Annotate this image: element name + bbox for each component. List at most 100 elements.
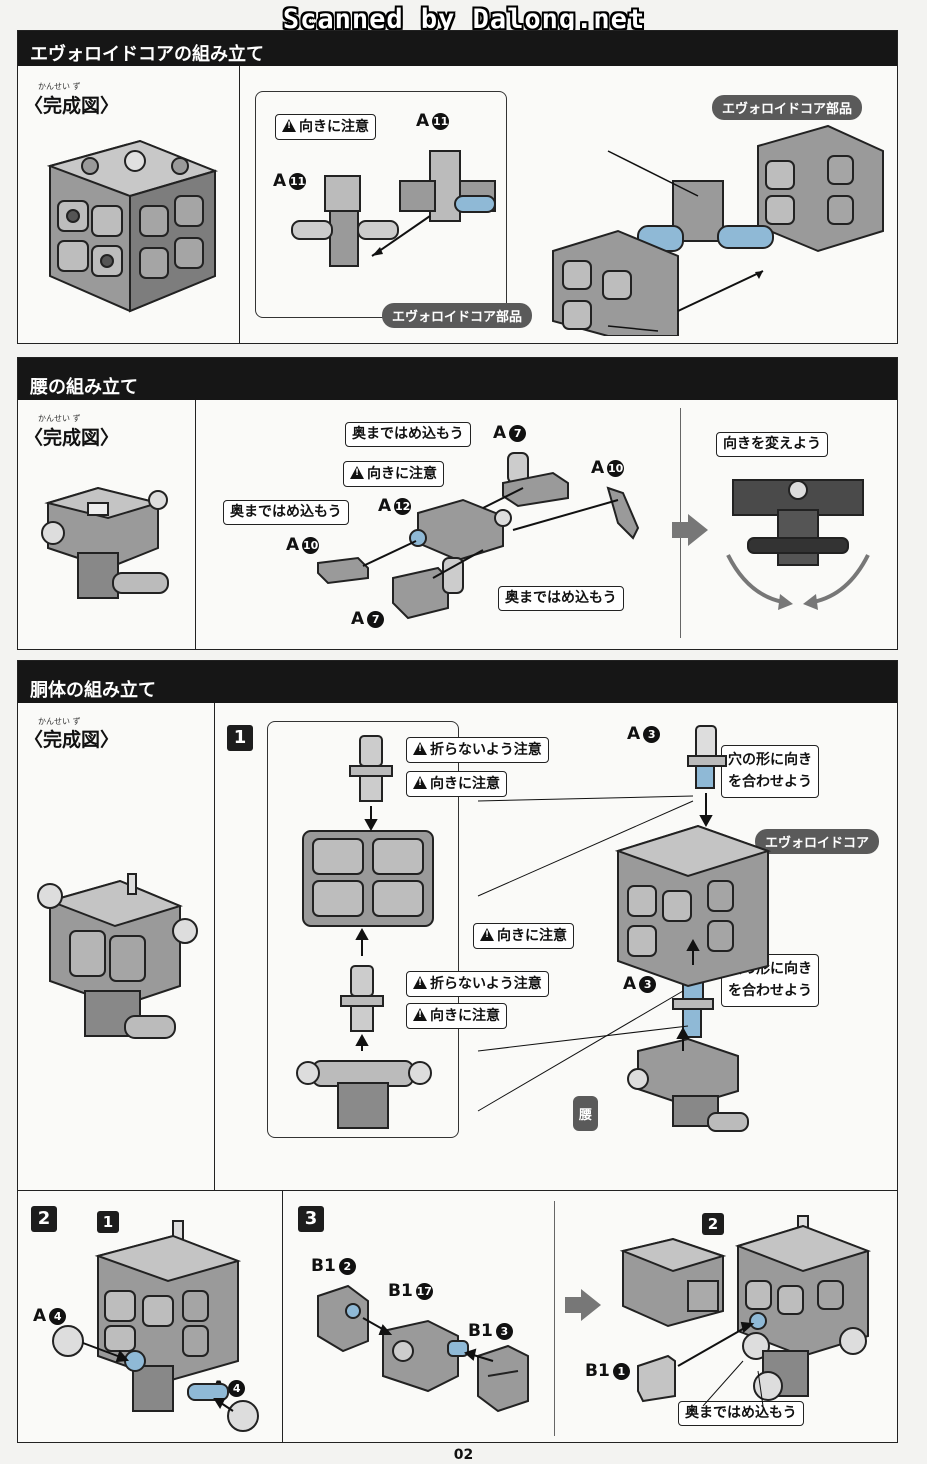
step1-illustration (296, 725, 772, 1132)
part-number-badge: 3 (639, 976, 657, 993)
part-number-badge: 7 (367, 611, 385, 628)
section-title: エヴォロイドコアの組み立て (30, 44, 264, 65)
step-number-3: 3 (298, 1206, 324, 1232)
callout-text: 奥まではめ込もう (230, 504, 342, 520)
detail-frame (255, 91, 507, 318)
callout-text: 折らないよう注意 (430, 742, 542, 758)
callout-push-bottom: 奥まではめ込もう (498, 586, 624, 611)
section-title: 胴体の組み立て (30, 680, 156, 701)
callout-nobend-bottom: 折らないよう注意 (406, 971, 549, 997)
step-number-1: 1 (227, 725, 253, 751)
callout-text: 向きを変えよう (723, 436, 821, 452)
callout-orientation-bottom: 向きに注意 (406, 1003, 507, 1029)
warning-icon (413, 976, 427, 989)
part-letter: A (416, 111, 430, 131)
part-number-badge: 12 (394, 498, 412, 515)
part-letter: A (591, 458, 605, 478)
part-letter: A (33, 1306, 47, 1326)
step3-assembly-illustration (619, 1215, 872, 1407)
callout-orientation: 向きに注意 (343, 461, 444, 487)
section-waist-assembly: 腰の組み立て かんせい ず 〈完成図〉 奥まではめ込もう 向きに注意 奥まではめ… (17, 357, 898, 650)
divider-thin (554, 1201, 555, 1436)
page-number: 02 (453, 1447, 474, 1463)
callout-push-top: 奥まではめ込もう (345, 422, 471, 447)
completed-label: 〈完成図〉 (24, 95, 120, 117)
warning-icon (282, 119, 296, 132)
section-core-assembly: エヴォロイドコアの組み立て かんせい ず 〈完成図〉 向きに注意 A (17, 30, 898, 344)
part-number-badge: 4 (49, 1308, 67, 1325)
waist-parts-illustration (317, 452, 640, 620)
part-number-badge: 3 (643, 726, 661, 743)
pill-core-parts-bottom: エヴォロイドコア部品 (382, 303, 533, 328)
completed-furigana: かんせい ず (38, 717, 81, 726)
callout-push-left: 奥まではめ込もう (223, 500, 349, 525)
a11-parts-illustration (291, 150, 496, 267)
callout-orientation-mid: 向きに注意 (473, 923, 574, 949)
callout-text: 向きに注意 (430, 776, 500, 792)
part-number-badge: 11 (432, 113, 450, 130)
callout-text: を合わせよう (728, 983, 812, 1000)
waist-tag: 腰 (573, 1096, 599, 1131)
part-number-badge: 3 (495, 1323, 513, 1340)
pill-evoroid-core: エヴォロイドコア (755, 829, 880, 854)
step3-parts-illustration (317, 1284, 529, 1413)
completed-furigana: かんせい ず (38, 414, 81, 423)
callout-orientation-top: 向きに注意 (406, 771, 507, 797)
divider (214, 703, 215, 1190)
part-letter: A (493, 423, 507, 443)
callout-text: 奥まではめ込もう (505, 590, 617, 606)
completed-label: 〈完成図〉 (24, 427, 120, 449)
warning-icon (480, 928, 494, 941)
part-number-badge: 10 (302, 537, 320, 554)
callout-text: 向きに注意 (497, 928, 567, 944)
divider (282, 1190, 283, 1442)
step1-detail-frame (267, 721, 459, 1138)
callout-text: を合わせよう (728, 774, 812, 791)
pill-core-parts-top: エヴォロイドコア部品 (712, 95, 863, 120)
callout-text: 穴の形に向き (728, 752, 812, 768)
core-assembly-illustration (552, 124, 884, 336)
warning-icon (413, 776, 427, 789)
completed-furigana: かんせい ず (38, 82, 81, 91)
part-number-badge: 4 (228, 1380, 246, 1397)
completed-core-illustration (46, 139, 219, 313)
part-number-badge: 11 (289, 173, 307, 190)
part-letter: A (351, 609, 365, 629)
part-letter: A (286, 535, 300, 555)
part-letter: A (273, 171, 287, 191)
part-number-badge: 10 (607, 460, 625, 477)
step-number-2: 2 (31, 1206, 57, 1232)
divider (195, 400, 196, 649)
warning-icon (413, 1008, 427, 1021)
callout-push: 奥まではめ込もう (678, 1401, 804, 1426)
callout-rotate: 向きを変えよう (716, 432, 828, 457)
callout-text: 奥まではめ込もう (352, 426, 464, 442)
callout-orientation: 向きに注意 (275, 114, 376, 140)
sub-ref-2: 2 (702, 1213, 724, 1235)
callout-text: 向きに注意 (299, 119, 369, 135)
callout-text: 向きに注意 (430, 1008, 500, 1024)
step3-next-arrow (565, 1289, 601, 1321)
divider (239, 66, 240, 343)
part-letter: A (623, 974, 637, 994)
watermark-text: Scanned by Dalong.net (282, 4, 646, 35)
part-letter: A (627, 724, 641, 744)
callout-text: 奥まではめ込もう (685, 1405, 797, 1421)
completed-torso-illustration (37, 873, 198, 1039)
part-number-badge: 17 (415, 1283, 433, 1300)
next-step-arrow (672, 514, 708, 546)
callout-nobend-top: 折らないよう注意 (406, 737, 549, 763)
rotated-waist-illustration (726, 479, 870, 610)
completed-waist-illustration (41, 486, 169, 599)
sub-ref-1: 1 (97, 1211, 119, 1233)
